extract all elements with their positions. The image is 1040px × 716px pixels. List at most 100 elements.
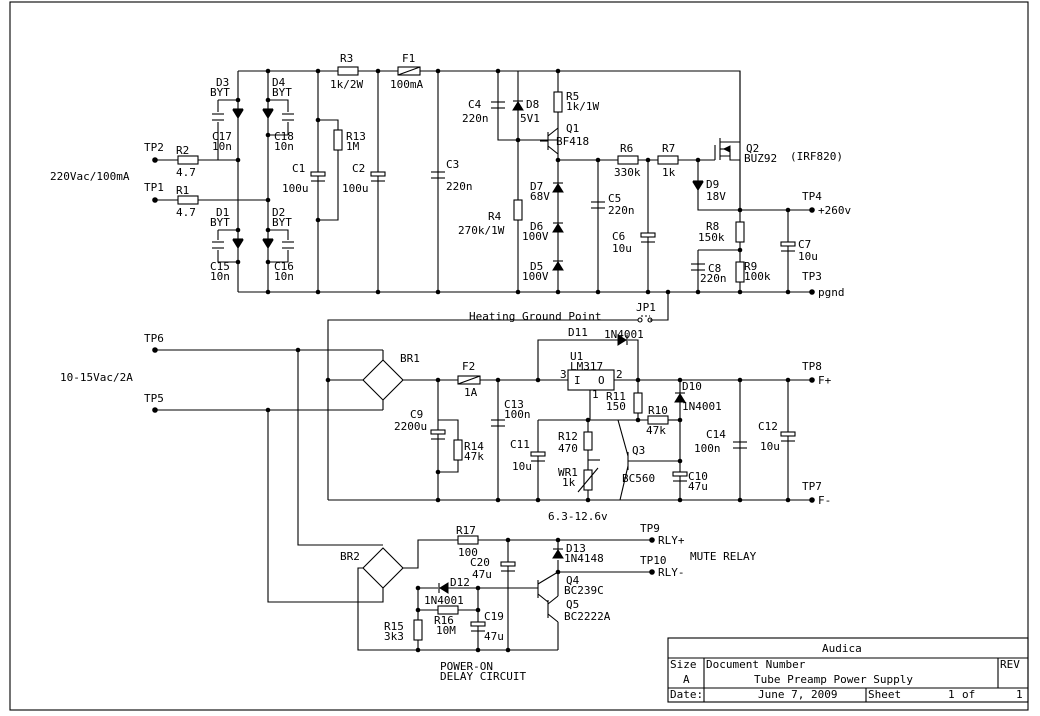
delay-circuit-label: DELAY CIRCUIT xyxy=(440,670,526,683)
r1-value: 4.7 xyxy=(176,206,196,219)
relay-testpoints xyxy=(649,537,655,575)
r4-ref: R4 xyxy=(488,210,502,223)
document-title: Tube Preamp Power Supply xyxy=(754,673,913,686)
u1-value: LM317 xyxy=(570,360,603,373)
q4-transistor xyxy=(537,571,559,603)
out-pgnd-label: pgnd xyxy=(818,286,845,299)
r12-value: 470 xyxy=(558,442,578,455)
wr1-potentiometer xyxy=(577,467,599,493)
c7-ref: C7 xyxy=(798,238,811,251)
r12-resistor xyxy=(583,431,593,451)
r4-resistor xyxy=(513,199,523,221)
c8-ref: C8 xyxy=(708,262,721,275)
r12-ref: R12 xyxy=(558,430,578,443)
tp7-label: TP7 xyxy=(802,480,822,493)
d7-ref: D7 xyxy=(530,180,543,193)
hv-input-label: 220Vac/100mA xyxy=(50,170,130,183)
q2-ref: Q2 xyxy=(746,142,759,155)
c15-ref: C15 xyxy=(210,260,230,273)
r16-ref: R16 xyxy=(434,614,454,627)
c3-value: 220n xyxy=(446,180,473,193)
c2-ref: C2 xyxy=(352,162,365,175)
c6-value: 10u xyxy=(612,242,632,255)
r16-value: 10M xyxy=(436,624,456,637)
r17-resistor xyxy=(457,535,479,545)
d5-zener-icon xyxy=(552,261,564,271)
r14-resistor xyxy=(453,439,463,461)
c19-capacitor xyxy=(470,621,486,632)
sheet-of-label: of xyxy=(962,688,975,701)
q5-ref: Q5 xyxy=(566,598,579,611)
r5-ref: R5 xyxy=(566,90,579,103)
q2-alt: (IRF820) xyxy=(790,150,843,163)
d1-ref: D1 xyxy=(216,206,229,219)
r15-resistor xyxy=(413,619,423,641)
c17-value: 10n xyxy=(212,140,232,153)
d10-diode-icon xyxy=(674,393,686,403)
wr1-ref: WR1 xyxy=(558,466,578,479)
c10-value: 47u xyxy=(688,480,708,493)
r4-value: 270k/1W xyxy=(458,224,505,237)
c6-capacitor xyxy=(640,232,656,243)
d3-value: BYT xyxy=(210,86,230,99)
c8-value: 220n xyxy=(700,272,727,285)
c2-capacitor xyxy=(370,171,386,182)
c18-value: 10n xyxy=(274,140,294,153)
d12-ref: D12 xyxy=(450,576,470,589)
d4-ref: D4 xyxy=(272,76,286,89)
br1-bridge xyxy=(362,359,404,401)
br1-ref: BR1 xyxy=(400,352,420,365)
r8-value: 150k xyxy=(698,231,725,244)
u1-pin1: 1 xyxy=(592,388,599,401)
date-value: June 7, 2009 xyxy=(758,688,837,701)
c17-capacitor xyxy=(212,113,224,121)
c20-ref: C20 xyxy=(470,556,490,569)
q3-value: BC560 xyxy=(622,472,655,485)
c3-capacitor xyxy=(431,171,445,179)
c12-ref: C12 xyxy=(758,420,778,433)
relay-section xyxy=(267,350,655,653)
br2-ref: BR2 xyxy=(340,550,360,563)
out-rlyp-label: RLY+ xyxy=(658,534,685,547)
d10-ref: D10 xyxy=(682,380,702,393)
d2-ref: D2 xyxy=(272,206,285,219)
br2-bridge xyxy=(362,547,404,589)
c20-value: 47u xyxy=(472,568,492,581)
u1-pin3: 3 xyxy=(560,368,567,381)
mute-relay-label: MUTE RELAY xyxy=(690,550,757,563)
lv-input-label: 10-15Vac/2A xyxy=(60,371,133,384)
tp5-label: TP5 xyxy=(144,392,164,405)
d13-value: 1N4148 xyxy=(564,552,604,565)
d9-value: 18V xyxy=(706,190,726,203)
d7-value: 68V xyxy=(530,190,550,203)
out-260-label: +260v xyxy=(818,204,851,217)
hv-testpoints xyxy=(152,157,815,295)
c4-ref: C4 xyxy=(468,98,482,111)
tp2-label: TP2 xyxy=(144,141,164,154)
c7-value: 10u xyxy=(798,250,818,263)
r2-resistor xyxy=(177,155,199,165)
r6-ref: R6 xyxy=(620,142,633,155)
q5-value: BC2222A xyxy=(564,610,611,623)
r1-ref: R1 xyxy=(176,184,189,197)
d6-ref: D6 xyxy=(530,220,543,233)
tp3-label: TP3 xyxy=(802,270,822,283)
r13-value: 1M xyxy=(346,140,360,153)
docnum-label: Document Number xyxy=(706,658,806,671)
d3-ref: D3 xyxy=(216,76,229,89)
u1-pin2: 2 xyxy=(616,368,623,381)
r5-value: 1k/1W xyxy=(566,100,599,113)
r8-ref: R8 xyxy=(706,220,719,233)
r13-ref: R13 xyxy=(346,130,366,143)
tp10-label: TP10 xyxy=(640,554,667,567)
sheet-label: Sheet xyxy=(868,688,901,701)
d8-zener-icon xyxy=(512,101,524,111)
c17-ref: C17 xyxy=(212,130,232,143)
c9-capacitor xyxy=(430,429,446,440)
c7-capacitor xyxy=(780,241,796,252)
r5-resistor xyxy=(553,91,563,113)
out-fplus-label: F+ xyxy=(818,374,832,387)
fil-testpoints xyxy=(152,347,815,503)
r14-ref: R14 xyxy=(464,440,484,453)
